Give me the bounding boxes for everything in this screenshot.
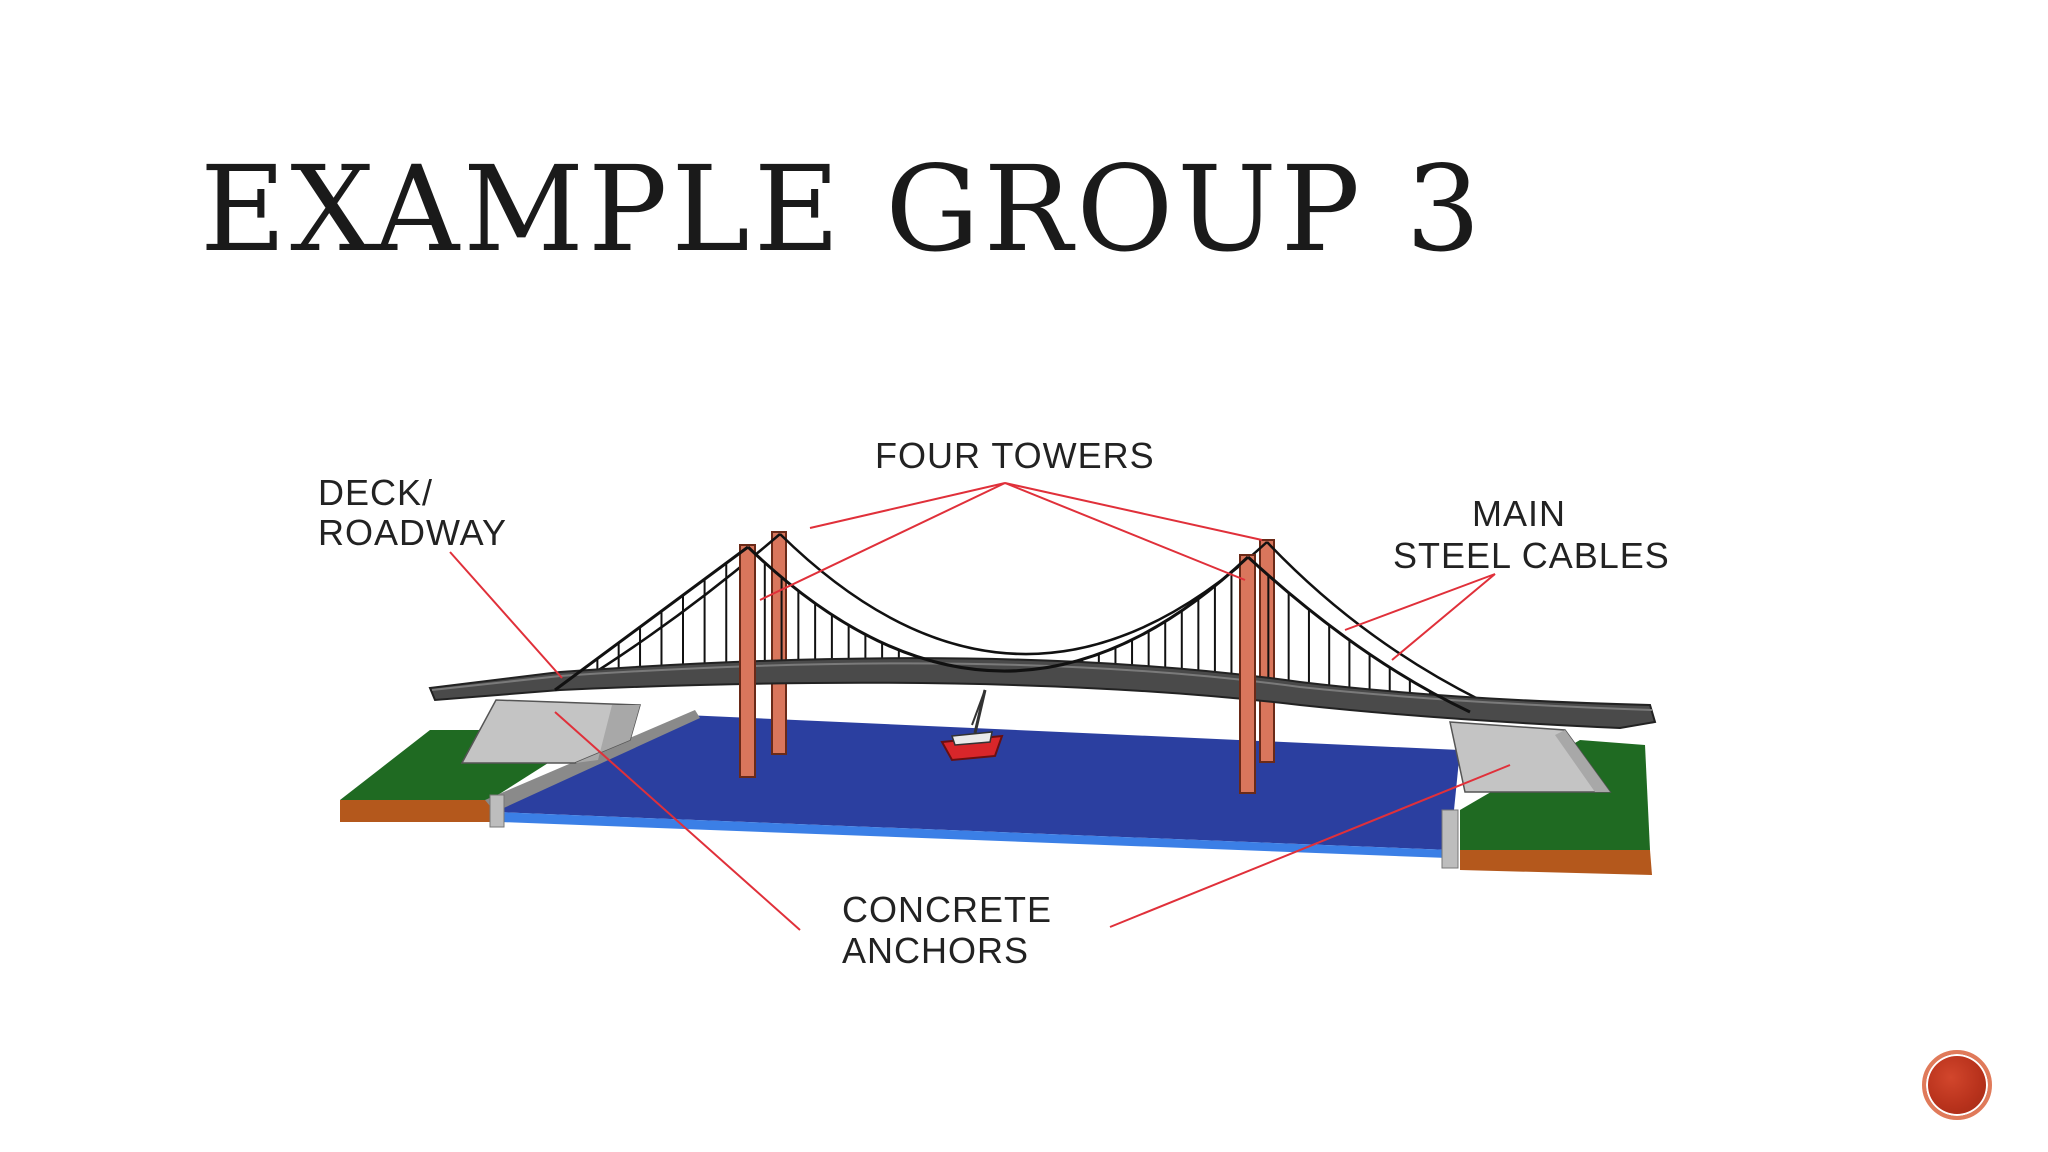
- label-anchors-line2: ANCHORS: [842, 930, 1029, 971]
- right-anchor: [1449, 721, 1612, 793]
- right-bank: [1460, 740, 1652, 875]
- label-deck-line1: DECK/: [318, 472, 433, 513]
- label-cables-line2: STEEL CABLES: [1393, 535, 1670, 576]
- main-cables-front: [554, 545, 1471, 714]
- front-towers: [739, 544, 1256, 794]
- label-four-towers: FOUR TOWERS: [875, 435, 1155, 476]
- suspender-cables: [596, 562, 1431, 696]
- slide-title: EXAMPLE GROUP 3: [200, 140, 1485, 278]
- label-deck-line2: ROADWAY: [318, 512, 507, 553]
- label-cables-line1: MAIN: [1472, 493, 1566, 534]
- next-slide-button[interactable]: [1922, 1050, 1992, 1120]
- river: [485, 710, 1460, 869]
- boat: [940, 689, 1004, 762]
- label-anchors-line1: CONCRETE: [842, 889, 1052, 930]
- leader-lines: [449, 482, 1511, 931]
- deck-roadway: [428, 657, 1657, 730]
